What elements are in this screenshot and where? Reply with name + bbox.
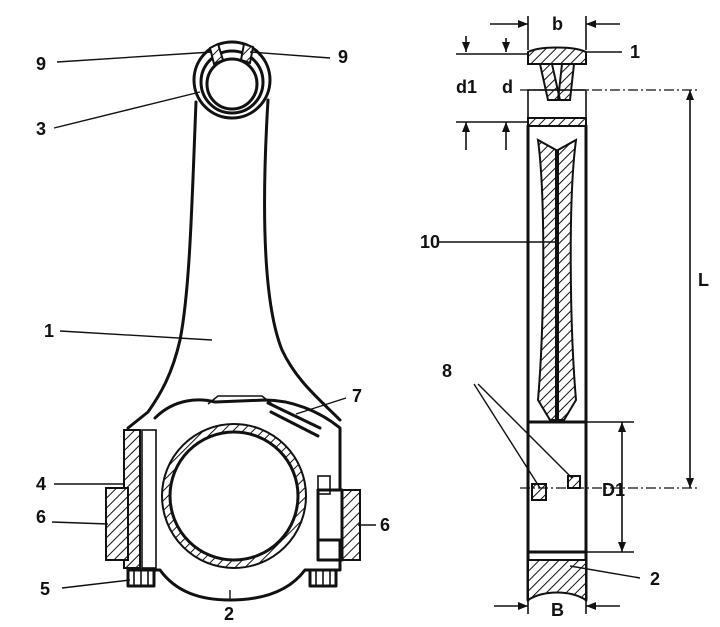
rod-shank <box>126 100 198 430</box>
side-shank-web <box>536 138 557 421</box>
label-6-left: 6 <box>36 507 46 527</box>
label-2-side: 2 <box>650 569 660 589</box>
label-8: 8 <box>442 361 452 381</box>
label-9-left: 9 <box>36 54 46 74</box>
oil-hole-right <box>239 42 255 65</box>
oil-hole-left <box>208 42 225 66</box>
label-L: L <box>698 270 709 290</box>
rod-shank-right <box>263 98 342 422</box>
big-end-bore <box>168 430 300 562</box>
label-d: d <box>502 77 513 97</box>
small-end-lower <box>527 117 587 127</box>
small-end-web <box>538 63 576 101</box>
oil-slot <box>266 401 322 438</box>
small-end-bushing <box>199 49 265 115</box>
label-4: 4 <box>36 474 46 494</box>
label-6-right: 6 <box>380 515 390 535</box>
bearing-shell-tab <box>567 475 581 489</box>
bolt-inner-left <box>141 429 157 569</box>
label-1-front: 1 <box>44 321 54 341</box>
bolt-outline-right <box>316 488 344 562</box>
side-shank-outer <box>526 124 588 602</box>
small-end-outer <box>192 40 272 120</box>
side-view: b d1 d 1 <box>420 14 709 620</box>
label-b: b <box>552 14 563 34</box>
bolt-seat-right <box>341 489 361 561</box>
label-5: 5 <box>40 579 50 599</box>
label-B: B <box>551 600 564 620</box>
label-7: 7 <box>352 386 362 406</box>
label-1-side: 1 <box>630 42 640 62</box>
label-10: 10 <box>420 232 440 252</box>
label-D1: D1 <box>602 480 625 500</box>
label-2-front: 2 <box>224 604 234 624</box>
bearing-tab <box>317 475 331 495</box>
label-3: 3 <box>36 119 46 139</box>
cap-seam <box>207 395 273 405</box>
small-end-bore <box>205 57 259 111</box>
label-9-right: 9 <box>338 47 348 67</box>
front-view: 9 9 3 1 7 4 6 6 5 2 <box>36 40 390 624</box>
side-shank-web-right <box>557 138 578 421</box>
label-d1: d1 <box>456 77 477 97</box>
bolt-seat-left <box>105 487 129 561</box>
small-end-section <box>527 46 587 65</box>
big-end-cap-section <box>527 559 587 602</box>
